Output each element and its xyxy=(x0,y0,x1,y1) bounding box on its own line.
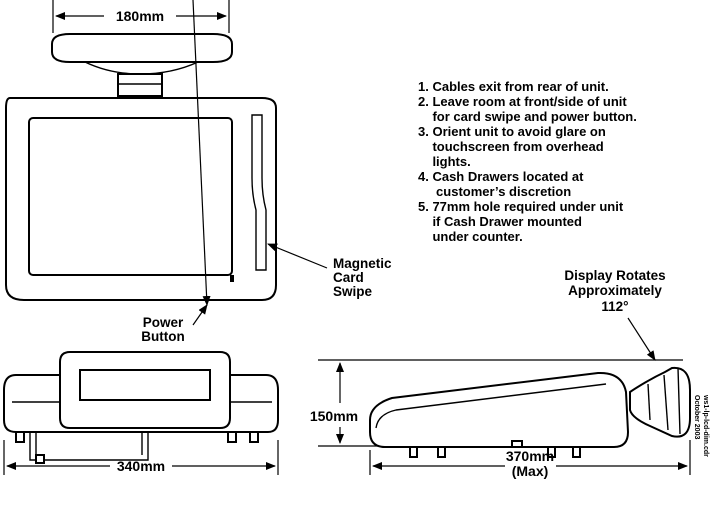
note-line: for card swipe and power button. xyxy=(418,109,637,124)
note-line: 3. Orient unit to avoid glare on xyxy=(418,124,606,139)
notes-list: 1. Cables exit from rear of unit. 2. Lea… xyxy=(418,79,637,244)
power-button-callout: Power Button xyxy=(141,0,211,344)
card-swipe-slot xyxy=(251,114,267,271)
touchscreen xyxy=(28,117,233,276)
note-line: under counter. xyxy=(418,229,523,244)
file-date: October 2003 xyxy=(693,395,700,439)
callout-angle: 112° xyxy=(601,299,628,314)
dim-180: 180mm xyxy=(116,8,164,24)
callout-approx: Approximately xyxy=(568,283,662,298)
callout-button: Button xyxy=(141,329,184,344)
top-stand-view: 180mm xyxy=(51,0,233,97)
display-rotates-callout: Display Rotates Approximately 112° xyxy=(564,268,666,361)
callout-card: Card xyxy=(333,270,364,285)
callout-magnetic: Magnetic xyxy=(333,256,392,271)
dim-150: 150mm xyxy=(310,408,358,424)
callout-power: Power xyxy=(143,315,184,330)
note-line: customer’s discretion xyxy=(418,184,571,199)
note-line: 2. Leave room at front/side of unit xyxy=(418,94,627,109)
note-line: 1. Cables exit from rear of unit. xyxy=(418,79,609,94)
note-line: 5. 77mm hole required under unit xyxy=(418,199,624,214)
file-reference: ws1-lp-lcd-dim.cdr October 2003 xyxy=(693,394,709,457)
dim-340: 340mm xyxy=(117,458,165,474)
note-line: touchscreen from overhead xyxy=(418,139,604,154)
magnetic-card-callout: Magnetic Card Swipe xyxy=(267,243,392,299)
callout-swipe: Swipe xyxy=(333,284,373,299)
dim-370: 370mm xyxy=(506,448,554,464)
side-view: 150mm 370mm (Max) xyxy=(310,359,691,479)
base-front-view: 340mm xyxy=(3,351,279,475)
power-button-led xyxy=(230,275,234,282)
dim-370-max: (Max) xyxy=(512,463,549,479)
note-line: lights. xyxy=(418,154,471,169)
callout-rotates: Display Rotates xyxy=(564,268,665,283)
note-line: if Cash Drawer mounted xyxy=(418,214,582,229)
note-line: 4. Cash Drawers located at xyxy=(418,169,584,184)
monitor-front-view xyxy=(5,97,277,301)
file-name: ws1-lp-lcd-dim.cdr xyxy=(702,394,709,457)
